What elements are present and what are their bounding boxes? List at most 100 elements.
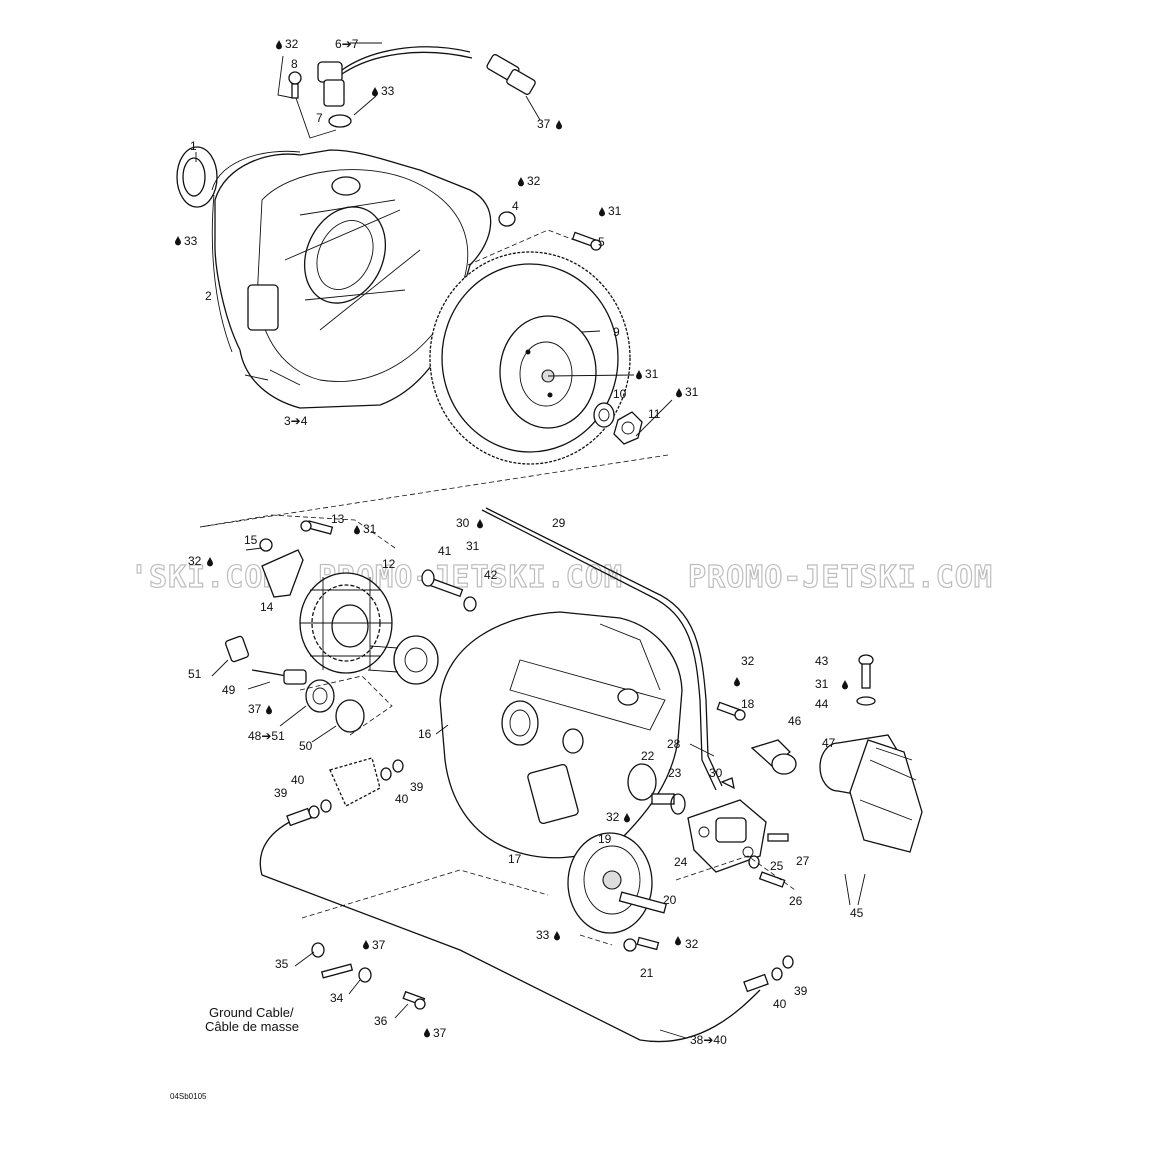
- label-38-40: 38➔40: [690, 1033, 727, 1047]
- dashed-leader: [301, 869, 549, 919]
- label-14: 14: [260, 600, 274, 614]
- label-17: 17: [508, 852, 522, 866]
- label-21: 21: [640, 966, 654, 980]
- label-22: 22: [641, 749, 655, 763]
- ground-cable-part: [259, 807, 794, 1043]
- label-2: 2: [205, 289, 212, 303]
- bolt-41-part: [421, 569, 464, 598]
- label-37: 37: [537, 117, 551, 131]
- label-16: 16: [418, 727, 432, 741]
- screw-27-part: [767, 833, 789, 842]
- boot-51-part: [224, 635, 250, 663]
- label-32: 32: [685, 937, 699, 951]
- leader: [547, 374, 635, 377]
- label-44: 44: [815, 697, 829, 711]
- label-31: 31: [466, 539, 480, 553]
- label-30: 30: [709, 766, 723, 780]
- label-34: 34: [330, 991, 344, 1005]
- label-7: 7: [316, 111, 323, 125]
- label-36: 36: [374, 1014, 388, 1028]
- label-40: 40: [395, 792, 409, 806]
- label-42: 42: [484, 568, 498, 582]
- label-41: 41: [438, 544, 452, 558]
- label-37: 37: [433, 1026, 447, 1040]
- bolt-43-part: [856, 654, 876, 706]
- plate-46-part: [750, 739, 797, 775]
- label-50: 50: [299, 739, 313, 753]
- screw-5-part: [571, 231, 602, 251]
- o-ring-7-part: [328, 114, 352, 128]
- leader: [295, 97, 337, 139]
- bushing-4-part: [498, 211, 516, 227]
- ground-cable-note-en: Ground Cable/: [209, 1005, 294, 1020]
- label-45: 45: [850, 906, 864, 920]
- washer-40-part: [380, 767, 392, 781]
- label-31: 31: [608, 204, 622, 218]
- label-37: 37: [248, 702, 262, 716]
- watermark-right: PROMO-JETSKI.COM: [688, 560, 993, 595]
- label-49: 49: [222, 683, 236, 697]
- label-46: 46: [788, 714, 802, 728]
- label-1: 1: [190, 139, 197, 153]
- label-51: 51: [188, 667, 202, 681]
- label-40: 40: [773, 997, 787, 1011]
- label-29: 29: [552, 516, 566, 530]
- label-32: 32: [741, 654, 755, 668]
- dashed-leader: [199, 454, 669, 528]
- label-39: 39: [274, 786, 288, 800]
- label-3-4: 3➔4: [284, 414, 308, 428]
- label-20: 20: [663, 893, 677, 907]
- label-9: 9: [613, 325, 620, 339]
- label-32: 32: [188, 554, 202, 568]
- watermark-partial: 'SKI.COM: [130, 560, 283, 595]
- coupling-48-part: [305, 679, 335, 713]
- label-33: 33: [184, 234, 198, 248]
- ground-stud-part: [311, 942, 426, 1010]
- leader: [277, 55, 294, 99]
- label-33: 33: [381, 84, 395, 98]
- part-15: [259, 538, 273, 552]
- lower-assembly: [199, 507, 923, 1043]
- washer-25-part: [748, 855, 760, 869]
- label-48-51: 48➔51: [248, 729, 285, 743]
- label-24: 24: [674, 855, 688, 869]
- label-32: 32: [527, 174, 541, 188]
- dashed-leader: [199, 514, 396, 549]
- dashed-leader: [467, 229, 575, 266]
- label-32: 32: [606, 810, 620, 824]
- washer-42-part: [463, 596, 477, 612]
- label-12: 12: [382, 557, 396, 571]
- flywheel-9-part: [429, 251, 631, 465]
- label-11: 11: [648, 407, 661, 421]
- label-37: 37: [372, 938, 386, 952]
- drawing-code: 04Sb0105: [170, 1092, 207, 1101]
- label-31: 31: [363, 522, 377, 536]
- label-8: 8: [291, 57, 298, 71]
- label-18: 18: [741, 697, 755, 711]
- label-39: 39: [794, 984, 808, 998]
- seal-1-part: [176, 146, 218, 208]
- leader-lines: [195, 42, 866, 1039]
- hub-part: [367, 635, 439, 685]
- trigger-sensor-part: [317, 46, 536, 107]
- label-30: 30: [456, 516, 470, 530]
- bolt-21-part: [623, 936, 660, 952]
- bolt-18-part: [716, 701, 746, 721]
- dashed-leader: [299, 675, 393, 736]
- upper-assembly: [176, 46, 673, 528]
- clip-30-part: [720, 777, 735, 790]
- cover-19-part: [567, 832, 668, 934]
- label-31: 31: [685, 385, 699, 399]
- dashed-leader: [675, 855, 796, 891]
- label-10: 10: [613, 387, 627, 401]
- stator-12-part: [299, 572, 393, 674]
- label-35: 35: [275, 957, 289, 971]
- screw-26-part: [758, 871, 786, 888]
- label-47: 47: [822, 736, 836, 750]
- label-25: 25: [770, 859, 784, 873]
- label-15: 15: [244, 533, 258, 547]
- label-39: 39: [410, 780, 424, 794]
- bolt-13-part: [300, 520, 334, 535]
- label-31: 31: [815, 677, 829, 691]
- bolt-8-part: [288, 71, 302, 99]
